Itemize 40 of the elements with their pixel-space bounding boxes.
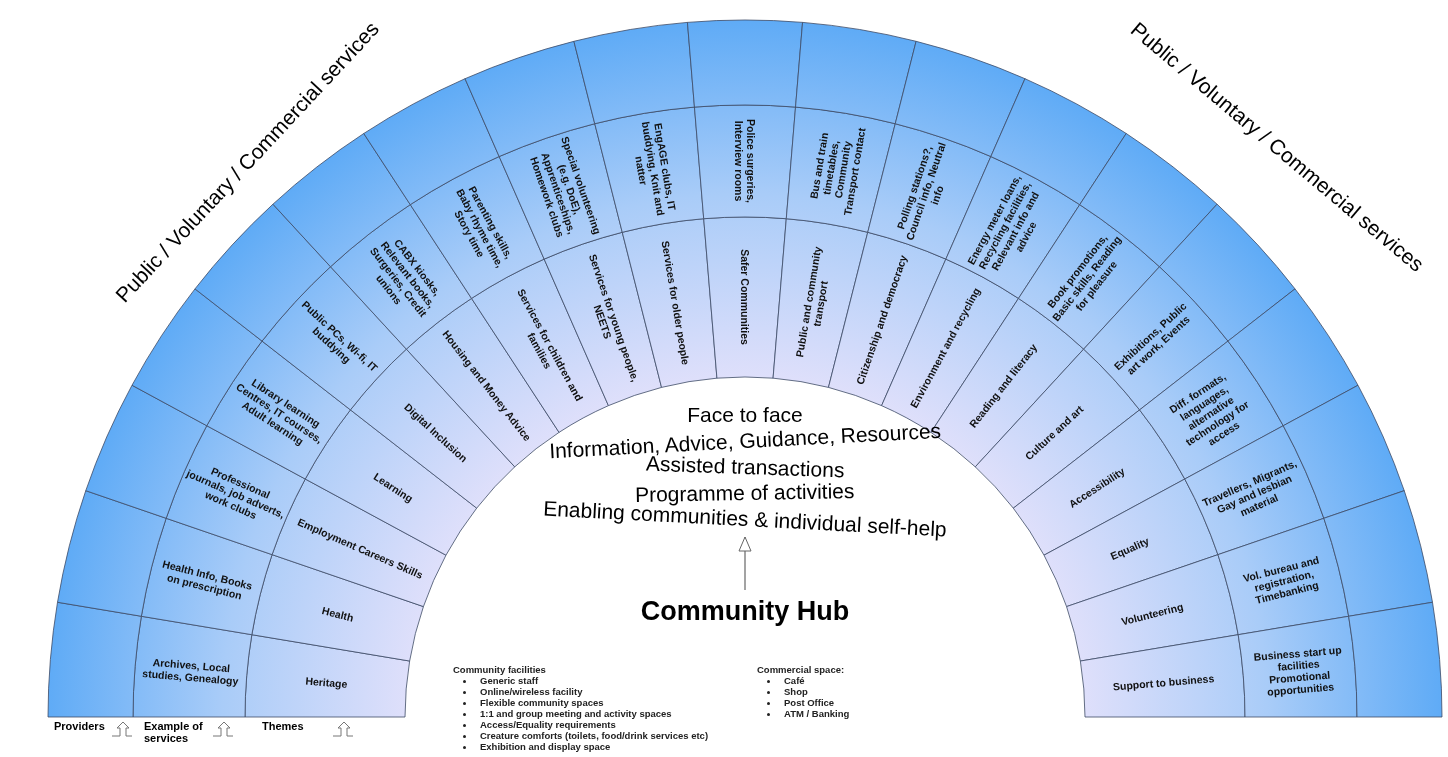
hub-title: Community Hub	[640, 595, 850, 628]
theme-text: Heritage	[305, 674, 348, 690]
theme-segment	[1079, 634, 1246, 718]
provider-segment	[1323, 490, 1433, 617]
service-line: Programme of activities	[635, 478, 855, 508]
provider-segment	[687, 19, 803, 108]
list-item: Exhibition and display space	[480, 741, 611, 752]
theme-text: Services for older people	[659, 239, 693, 366]
theme-segment	[244, 634, 411, 718]
service-text: Archives, Local studies, Genealogy	[140, 654, 240, 688]
theme-text: Public and community transport	[792, 244, 831, 360]
list-item: Café	[784, 675, 805, 686]
theme-text: Health	[320, 604, 355, 624]
provider-segment	[47, 601, 142, 718]
list-item: Shop	[784, 686, 808, 697]
list-item: Creature comforts (toilets, food/drink services etc)	[480, 730, 709, 741]
key-label: Themes	[262, 720, 304, 732]
service-text: Police surgeries, Interview rooms	[733, 117, 757, 205]
arrow	[738, 536, 752, 591]
list-item: Generic staff	[480, 675, 539, 686]
service-text: Business start up facilities Promotional opportunities	[1252, 642, 1343, 700]
service-line: Face to face	[687, 402, 803, 428]
service-segment	[132, 615, 253, 718]
list-item: Online/wireless facility	[480, 686, 583, 697]
theme-text: Safer Communities	[739, 249, 751, 345]
list-item: ATM / Banking	[784, 708, 850, 719]
theme-text: Support to business	[1112, 672, 1215, 693]
list-item: 1:1 and group meeting and activity spaces	[480, 708, 672, 719]
key-label: Example of services	[144, 720, 204, 744]
list-item: Access/Equality requirements	[480, 719, 616, 730]
service-segment	[1237, 615, 1358, 718]
list-item: Flexible community spaces	[480, 697, 604, 708]
key-label: Providers	[54, 720, 105, 732]
list-heading: Community facilities	[453, 664, 547, 675]
theme-segment	[703, 216, 787, 379]
provider-segment	[1348, 601, 1443, 718]
list-item: Post Office	[784, 697, 835, 708]
provider-segment	[795, 22, 917, 125]
service-text: EngAGE clubs, IT buddying, Knit and natter	[632, 119, 680, 219]
list-heading: Commercial space:	[757, 664, 846, 675]
